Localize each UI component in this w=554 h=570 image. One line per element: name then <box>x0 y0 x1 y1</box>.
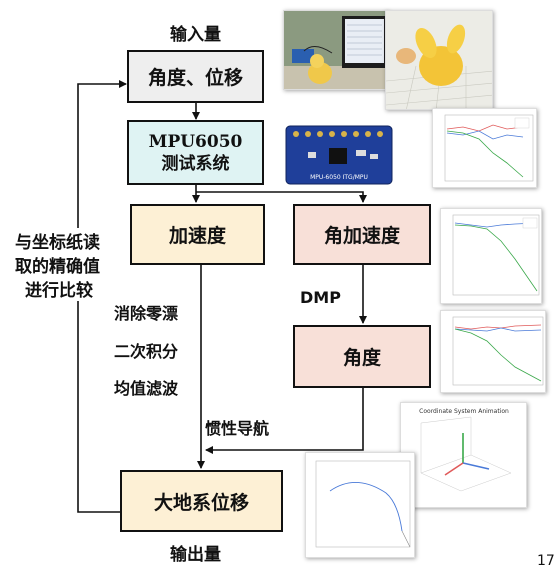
box-acceleration: 加速度 <box>130 204 265 265</box>
compare-text-line1: 与坐标纸读 <box>15 228 100 253</box>
box-acceleration-label: 加速度 <box>168 225 226 247</box>
box-angular-acceleration-label: 角加速度 <box>323 225 400 247</box>
box-angle-displacement: 角度、位移 <box>127 50 264 103</box>
box-mpu6050-model: MPU6050 <box>148 131 243 152</box>
box-angle-displacement-label: 角度、位移 <box>147 67 243 89</box>
step-mean-filter: 均值滤波 <box>114 379 179 398</box>
trajectory-plot <box>305 452 415 558</box>
box-ground-displacement: 大地系位移 <box>120 470 283 532</box>
inertial-nav-label: 惯性导航 <box>205 419 270 438</box>
box-angle: 角度 <box>293 325 431 388</box>
box-mpu6050: MPU6050 测试系统 <box>127 120 264 185</box>
arrow-mpu-to-angular-acceleration <box>196 191 367 203</box>
photo-test-setup <box>283 10 388 90</box>
coordinate-animation-plot: Coordinate System Animation <box>400 402 527 508</box>
input-label: 输入量 <box>170 25 221 45</box>
output-label: 输出量 <box>170 545 221 565</box>
box-mpu6050-system: 测试系统 <box>161 153 230 174</box>
page-number: 17 <box>537 553 554 569</box>
compare-text-line3: 进行比较 <box>25 276 93 301</box>
coordinate-animation-title: Coordinate System Animation <box>419 408 509 415</box>
photo-rabbit-on-grid <box>385 10 493 110</box>
plot-thumbnail-1 <box>432 108 537 188</box>
dmp-label: DMP <box>300 288 341 307</box>
step-drift-removal: 消除零漂 <box>114 304 179 323</box>
mpu6050-board-text: MPU-6050 ITG/MPU <box>310 174 368 181</box>
mpu6050-board-image: MPU-6050 ITG/MPU <box>284 124 394 188</box>
box-ground-displacement-label: 大地系位移 <box>153 491 249 514</box>
compare-text-line2: 取的精确值 <box>15 252 100 277</box>
step-double-integration: 二次积分 <box>114 342 179 361</box>
box-angle-label: 角度 <box>342 347 381 369</box>
box-angular-acceleration: 角加速度 <box>293 204 431 265</box>
plot-thumbnail-3 <box>440 310 546 393</box>
arrow-angle-to-join <box>205 388 364 454</box>
plot-thumbnail-2 <box>440 208 542 304</box>
